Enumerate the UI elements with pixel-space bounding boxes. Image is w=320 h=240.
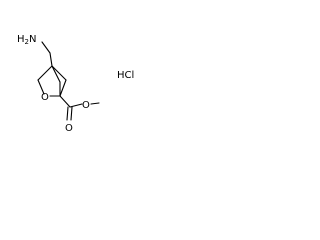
ester-oxygen-label: O <box>82 100 90 111</box>
carbonyl-oxygen-label: O <box>65 123 73 134</box>
amine-h-label: H <box>17 34 25 45</box>
molecular-structure: H2N O O O HCl <box>17 34 134 134</box>
ring-oxygen-label: O <box>41 92 49 103</box>
bond-ch2-bridgehead <box>49 52 53 67</box>
bond-carbonyl-o-double-a <box>66 106 69 121</box>
salt-label: HCl <box>117 70 134 81</box>
bond-set <box>37 41 100 121</box>
bond-carbonyl-o-double-b <box>70 106 73 121</box>
bond-c4-c5 <box>51 65 61 83</box>
bond-c6-c1 <box>59 79 67 97</box>
amine-n-label: N <box>29 34 36 45</box>
bond-carbonyl-ester-o <box>69 103 83 108</box>
bond-c4-c6 <box>51 65 67 81</box>
amine-h-count-label: 2 <box>25 38 29 46</box>
bond-c3-o2 <box>37 79 45 95</box>
atom-labels: H2N O O O <box>17 34 90 134</box>
bond-c1-carbonyl <box>59 95 71 108</box>
bond-ester-o-methyl <box>90 102 100 105</box>
bond-c4-c3 <box>37 65 53 81</box>
bond-n-ch2 <box>41 41 51 54</box>
amine-group-label: H2N <box>17 34 36 46</box>
